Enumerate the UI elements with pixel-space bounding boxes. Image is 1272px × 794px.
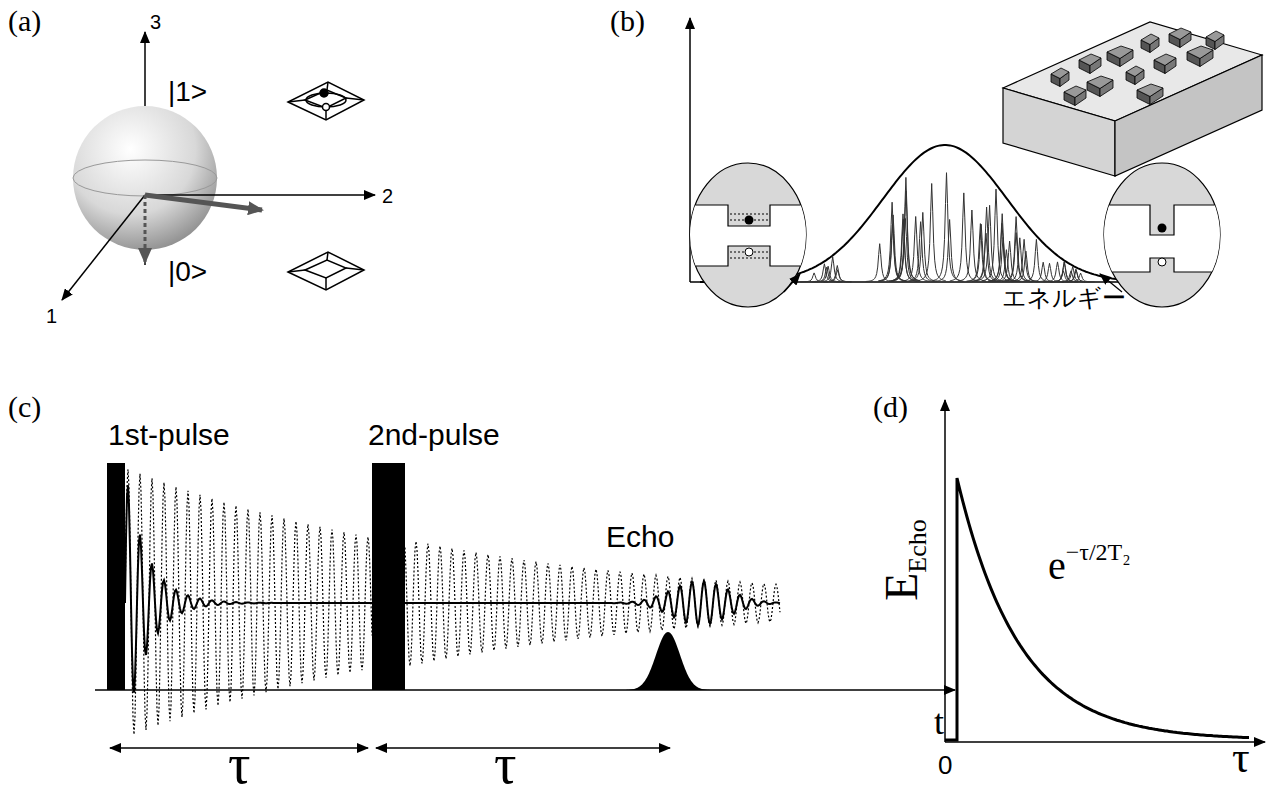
axis-tick: 0 <box>938 752 952 778</box>
substrate <box>1003 22 1262 176</box>
axis-title: エネルギー <box>1002 286 1126 310</box>
time-axis <box>95 463 955 690</box>
state-label: |1> <box>168 78 207 106</box>
state-label: |0> <box>168 258 207 286</box>
axis-subscript: Echo <box>903 519 932 572</box>
formula-base: e <box>1048 543 1066 588</box>
delay-label: τ <box>228 736 251 792</box>
axis-title: E <box>876 573 927 601</box>
pulse-label: 2nd-pulse <box>368 420 500 450</box>
axis-label: t <box>934 704 944 740</box>
panel-label: (b) <box>610 6 645 36</box>
quantum-dots <box>1051 28 1224 106</box>
delay-arrows <box>110 748 670 749</box>
axis-label: 1 <box>46 306 57 326</box>
formula: e−τ/2T₂ <box>1048 540 1131 586</box>
quantum-dot <box>288 82 364 120</box>
axis-label: τ <box>1232 736 1250 780</box>
delay-label: τ <box>494 736 517 792</box>
decay-plot <box>945 400 1265 742</box>
axis-label: 2 <box>382 186 393 206</box>
axis-label: 3 <box>150 12 161 32</box>
panel-label: (a) <box>8 6 41 36</box>
pulse-label: 1st-pulse <box>108 420 230 450</box>
echo-label: Echo <box>606 522 674 552</box>
panel-label: (d) <box>873 392 908 422</box>
axis-title: EEcho <box>879 519 931 601</box>
band-inset <box>680 163 820 307</box>
quantum-dot <box>288 252 364 290</box>
echo-signal <box>125 469 780 734</box>
bloch-sphere <box>62 32 375 300</box>
formula-exponent: −τ/2T₂ <box>1066 539 1131 565</box>
panel-label: (c) <box>8 392 41 422</box>
